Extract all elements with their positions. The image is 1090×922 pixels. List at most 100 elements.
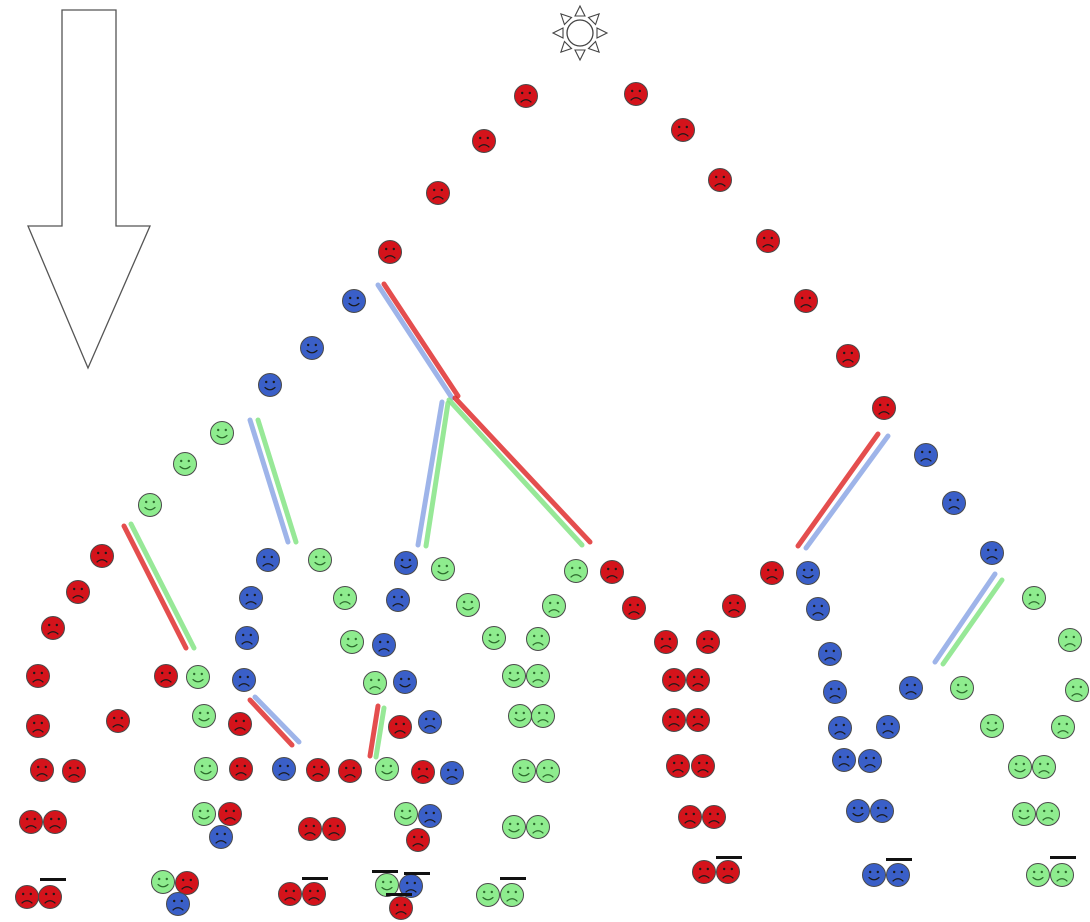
smiley-face-icon-red	[716, 860, 740, 884]
smiley-face-icon-blue	[942, 491, 966, 515]
smiley-face-icon-green	[1050, 863, 1074, 887]
smiley-face-icon-green	[1022, 586, 1046, 610]
smiley-face-icon-green	[1026, 863, 1050, 887]
smiley-face-icon-green	[564, 559, 588, 583]
smiley-face-icon-red	[15, 885, 39, 909]
smiley-face-icon-green	[192, 704, 216, 728]
smiley-face-icon-blue	[386, 588, 410, 612]
smiley-face-icon-green	[1012, 802, 1036, 826]
bar-marker	[886, 858, 912, 861]
smiley-face-icon-red	[378, 240, 402, 264]
smiley-face-icon-green	[1036, 802, 1060, 826]
bar-markers	[40, 856, 1076, 896]
connector-line-green	[940, 577, 1005, 667]
smiley-face-icon-red	[389, 896, 413, 920]
smiley-face-icon-green	[1008, 755, 1032, 779]
smiley-face-icon-green	[431, 557, 455, 581]
smiley-face-icon-red	[662, 668, 686, 692]
smiley-face-icon-red	[696, 630, 720, 654]
connector-line-red	[795, 431, 881, 549]
smiley-face-icon-green	[138, 493, 162, 517]
smiley-face-icon-green	[375, 873, 399, 897]
smiley-face-icon-red	[678, 805, 702, 829]
smiley-face-icon-green	[536, 759, 560, 783]
smiley-face-icon-red	[472, 129, 496, 153]
bar-marker	[40, 878, 66, 881]
smiley-face-icon-red	[338, 759, 362, 783]
connector-line-blue	[247, 417, 291, 545]
smiley-face-icon-blue	[858, 749, 882, 773]
smiley-face-icon-red	[836, 344, 860, 368]
smiley-face-icon-red	[662, 708, 686, 732]
smiley-face-icon-green	[194, 757, 218, 781]
connector-line-green	[373, 705, 387, 760]
smiley-face-icon-red	[26, 664, 50, 688]
smiley-face-icon-green	[526, 815, 550, 839]
smiley-face-icon-red	[41, 616, 65, 640]
smiley-face-icon-green	[531, 704, 555, 728]
bar-marker	[404, 872, 430, 875]
smiley-face-icon-blue	[209, 825, 233, 849]
smiley-face-icon-red	[708, 168, 732, 192]
smiley-face-icon-blue	[393, 670, 417, 694]
smiley-face-icon-blue	[166, 892, 190, 916]
smiley-face-icon-blue	[440, 761, 464, 785]
connector-lines	[121, 281, 1005, 760]
smiley-face-icon-red	[691, 754, 715, 778]
smiley-face-icon-red	[600, 560, 624, 584]
smiley-face-icon-red	[722, 594, 746, 618]
smiley-face-icon-green	[1065, 678, 1089, 702]
smiley-face-icon-blue	[232, 668, 256, 692]
smiley-face-icon-blue	[899, 676, 923, 700]
smiley-face-icon-red	[229, 757, 253, 781]
smiley-face-icon-green	[173, 452, 197, 476]
smiley-face-icon-green	[502, 664, 526, 688]
smiley-face-icon-red	[306, 758, 330, 782]
smiley-face-icon-red	[760, 561, 784, 585]
bar-marker	[716, 856, 742, 859]
smiley-face-icon-red	[106, 709, 130, 733]
down-arrow-icon	[27, 9, 151, 370]
bar-marker	[372, 870, 398, 873]
smiley-face-icon-blue	[796, 561, 820, 585]
smiley-face-icon-green	[526, 664, 550, 688]
smiley-face-icon-blue	[832, 748, 856, 772]
smiley-face-icon-red	[66, 580, 90, 604]
smiley-face-icon-blue	[300, 336, 324, 360]
connector-line-red	[121, 523, 189, 651]
smiley-face-icon-green	[482, 626, 506, 650]
smiley-face-icon-blue	[846, 799, 870, 823]
smiley-face-icon-green	[363, 671, 387, 695]
smiley-face-icon-red	[624, 82, 648, 106]
smiley-face-icon-green	[950, 676, 974, 700]
smiley-face-icon-blue	[876, 715, 900, 739]
bar-marker	[302, 877, 328, 880]
bar-marker	[1050, 856, 1076, 859]
smiley-face-icon-green	[512, 759, 536, 783]
smiley-face-icon-red	[671, 118, 695, 142]
connector-line-blue	[415, 399, 445, 548]
smiley-face-icon-green	[980, 714, 1004, 738]
smiley-face-icon-green	[375, 757, 399, 781]
smiley-face-icon-blue	[239, 586, 263, 610]
smiley-face-icon-red	[686, 668, 710, 692]
smiley-face-icon-blue	[372, 633, 396, 657]
smiley-face-icon-red	[426, 181, 450, 205]
smiley-face-icon-blue	[394, 551, 418, 575]
smiley-face-icon-red	[872, 396, 896, 420]
smiley-face-icon-blue	[870, 799, 894, 823]
smiley-face-icon-blue	[258, 373, 282, 397]
sun-icon	[551, 4, 609, 62]
smiley-face-icon-blue	[272, 757, 296, 781]
smiley-face-icon-green	[526, 627, 550, 651]
smiley-face-icon-green	[508, 704, 532, 728]
smiley-face-icon-blue	[256, 548, 280, 572]
connector-line-red	[247, 697, 295, 748]
smiley-face-icon-green	[456, 593, 480, 617]
smiley-face-icon-red	[218, 802, 242, 826]
smiley-face-icon-green	[340, 630, 364, 654]
smiley-face-icon-green	[1051, 715, 1075, 739]
smiley-face-icon-blue	[806, 597, 830, 621]
